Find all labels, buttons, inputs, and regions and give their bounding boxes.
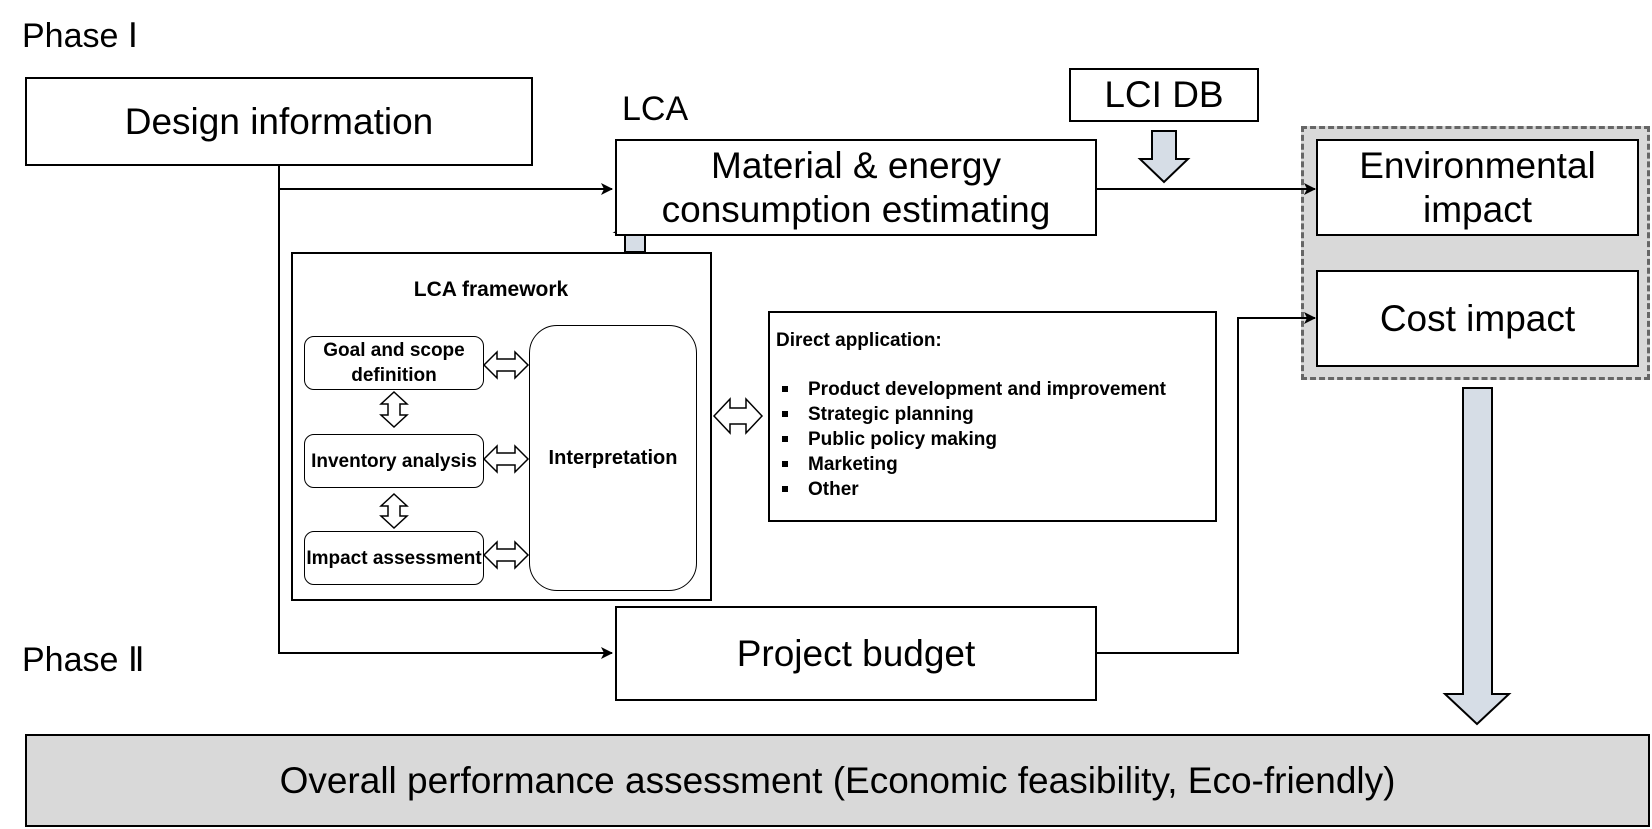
inventory-impact-double-arrow bbox=[379, 492, 409, 530]
impact-interp-double-arrow bbox=[482, 540, 530, 570]
lci-db-box: LCI DB bbox=[1069, 68, 1259, 122]
design-information-text: Design information bbox=[124, 100, 434, 142]
goal-interp-double-arrow bbox=[482, 350, 530, 380]
goal-inventory-double-arrow bbox=[379, 390, 409, 429]
environmental-impact-box: Environmental impact bbox=[1316, 139, 1639, 236]
phase-1-label: Phase Ⅰ bbox=[22, 17, 138, 55]
design-information-box: Design information bbox=[25, 77, 533, 166]
phase-2-label: Phase Ⅱ bbox=[22, 641, 145, 679]
impact-assessment-text: Impact assessment bbox=[306, 547, 482, 569]
list-item: Strategic planning bbox=[776, 402, 1215, 427]
list-item: Product development and improvement bbox=[776, 377, 1215, 402]
impact-to-overall-arrow bbox=[1442, 387, 1512, 726]
design-to-material-arrow bbox=[278, 166, 613, 195]
lci-down-arrow bbox=[1137, 130, 1191, 184]
lci-db-text: LCI DB bbox=[1104, 74, 1224, 115]
direct-application-list: Product development and improvement Stra… bbox=[776, 377, 1215, 502]
list-item: Marketing bbox=[776, 452, 1215, 477]
interpretation-text: Interpretation bbox=[548, 446, 678, 469]
interpretation-box: Interpretation bbox=[529, 325, 697, 591]
lca-framework-title: LCA framework bbox=[413, 278, 569, 301]
list-item: Public policy making bbox=[776, 427, 1215, 452]
cost-impact-text: Cost impact bbox=[1379, 297, 1576, 339]
inventory-interp-double-arrow bbox=[482, 444, 530, 474]
impact-assessment-box: Impact assessment bbox=[304, 531, 484, 585]
list-item: Other bbox=[776, 477, 1215, 502]
lca-framework-box bbox=[291, 252, 712, 601]
goal-scope-text: Goal and scope definition bbox=[323, 340, 465, 386]
environmental-impact-text: Environmental impact bbox=[1359, 144, 1596, 230]
material-energy-box: Material & energy consumption estimating bbox=[615, 139, 1097, 236]
overall-assessment-text: Overall performance assessment (Economic… bbox=[279, 759, 1396, 801]
design-to-budget-arrow bbox=[278, 189, 613, 659]
framework-application-double-arrow bbox=[712, 397, 764, 435]
material-energy-text: Material & energy consumption estimating bbox=[661, 144, 1051, 230]
cost-impact-box: Cost impact bbox=[1316, 270, 1639, 367]
lca-label: LCA bbox=[622, 90, 689, 128]
direct-application-title: Direct application: bbox=[776, 330, 942, 351]
direct-application-box: Direct application: Product development … bbox=[768, 311, 1217, 522]
overall-assessment-box: Overall performance assessment (Economic… bbox=[25, 734, 1650, 827]
inventory-analysis-text: Inventory analysis bbox=[311, 450, 477, 472]
goal-scope-box: Goal and scope definition bbox=[304, 336, 484, 390]
project-budget-text: Project budget bbox=[736, 632, 976, 674]
project-budget-box: Project budget bbox=[615, 606, 1097, 701]
budget-to-cost-arrow bbox=[1096, 312, 1316, 654]
inventory-analysis-box: Inventory analysis bbox=[304, 434, 484, 488]
